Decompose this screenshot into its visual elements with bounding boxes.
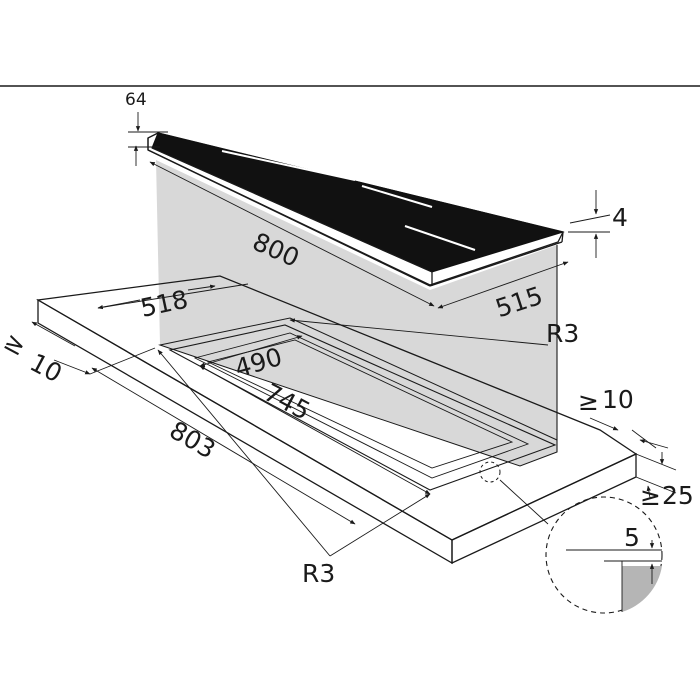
label-radius-right: R3: [546, 319, 579, 348]
label-top-offset: 64: [125, 90, 147, 110]
label-countertop-width: 803: [165, 416, 221, 465]
zone-mark-1: [279, 126, 353, 152]
label-detail-step: 5: [624, 523, 640, 552]
dim-rear-clearance: ≥ 10: [578, 385, 669, 449]
detail-section: [622, 566, 662, 612]
dim-front-clearance: ≥ 10: [0, 321, 156, 389]
label-glass-thickness: 4: [612, 203, 628, 232]
detail-callout: 5: [479, 461, 663, 614]
symbol-ge-front: ≥: [0, 326, 31, 361]
symbol-ge-thickness: ≥: [640, 482, 661, 511]
label-rear-clearance: 10: [602, 385, 634, 414]
symbol-ge-right: ≥: [578, 387, 599, 416]
radius-leader-left: R3: [157, 349, 431, 588]
dim-top-offset: 64: [125, 90, 168, 166]
dim-countertop-thickness: ≥ 25: [635, 452, 694, 511]
dim-glass-thickness: 4: [568, 190, 628, 258]
label-radius-left: R3: [302, 559, 335, 588]
label-countertop-thickness: 25: [662, 481, 694, 510]
radius-leader-right: R3: [289, 318, 579, 348]
label-front-clearance: 10: [25, 348, 67, 389]
